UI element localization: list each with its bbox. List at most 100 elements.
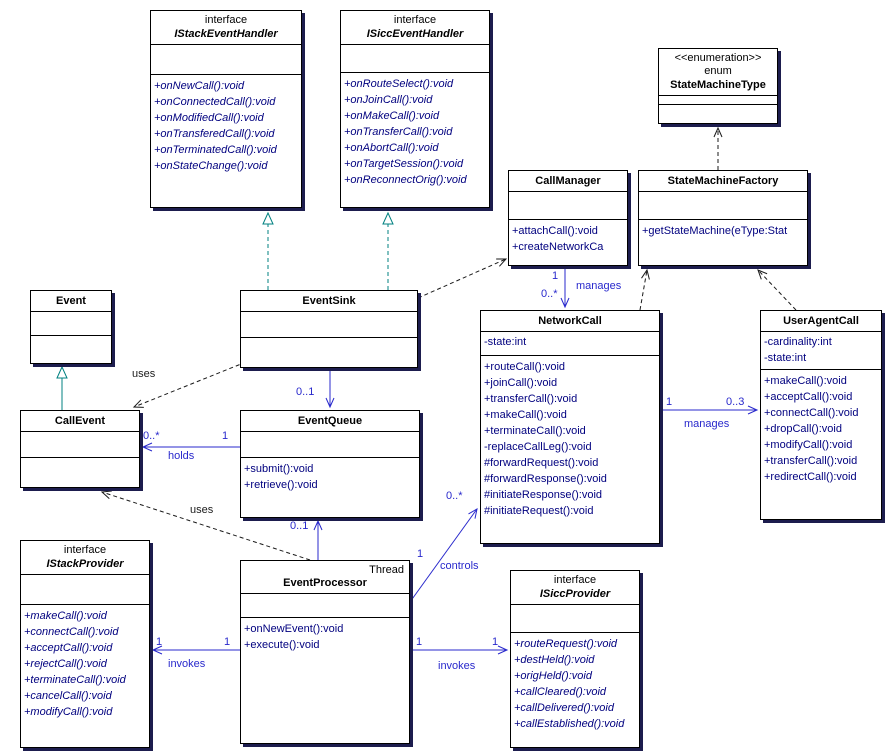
label-holds-eventqueue-mult: 1 bbox=[222, 430, 229, 442]
member: +createNetworkCa bbox=[512, 241, 604, 253]
class-statemachinefactory[interactable]: StateMachineFactory +getStateMachine(eTy… bbox=[638, 170, 808, 266]
methods-compartment: +makeCall():void+connectCall():void+acce… bbox=[21, 604, 149, 747]
class-title: interface ISiccProvider bbox=[511, 571, 639, 604]
member: +rejectCall():void bbox=[24, 658, 107, 670]
attributes-compartment: -state:int bbox=[481, 331, 659, 355]
member: +onMakeCall():void bbox=[344, 110, 440, 122]
member: +transferCall():void bbox=[484, 393, 578, 405]
member: +transferCall():void bbox=[764, 455, 858, 467]
label-invokes-istackprovider: invokes bbox=[168, 658, 206, 670]
class-name: CallManager bbox=[535, 175, 601, 187]
member: +redirectCall():void bbox=[764, 471, 857, 483]
class-title: EventSink bbox=[241, 291, 417, 311]
member: +onJoinCall():void bbox=[344, 94, 433, 106]
member: +connectCall():void bbox=[764, 407, 859, 419]
member: +onReconnectOrig():void bbox=[344, 174, 467, 186]
label-manages-useragentcall-src-mult: 1 bbox=[666, 396, 673, 408]
methods-compartment bbox=[21, 457, 139, 487]
class-callmanager[interactable]: CallManager +attachCall():void +createNet… bbox=[508, 170, 628, 266]
class-name: IStackProvider bbox=[46, 558, 124, 570]
member: +attachCall():void bbox=[512, 225, 598, 237]
member: +onStateChange():void bbox=[154, 160, 268, 172]
attributes-compartment bbox=[241, 311, 417, 337]
stereotype-label: interface bbox=[204, 14, 248, 26]
member: +submit():void bbox=[244, 463, 314, 475]
class-name: ISiccProvider bbox=[539, 588, 611, 600]
class-title: <<enumeration>> enum StateMachineType bbox=[659, 49, 777, 95]
member: +routeCall():void bbox=[484, 361, 566, 373]
stereotype-label: interface bbox=[393, 14, 437, 26]
attributes-compartment bbox=[639, 191, 807, 219]
attributes-compartment bbox=[151, 44, 301, 74]
member: +onTransferedCall():void bbox=[154, 128, 275, 140]
member: +callDelivered():void bbox=[514, 702, 614, 714]
class-istackeventhandler[interactable]: interface IStackEventHandler +onNewCall(… bbox=[150, 10, 302, 208]
class-name: Event bbox=[56, 295, 86, 307]
class-name: EventQueue bbox=[297, 415, 363, 427]
class-eventqueue[interactable]: EventQueue +submit():void+retrieve():voi… bbox=[240, 410, 420, 518]
label-invokes-istackprovider-tgt-mult: 1 bbox=[156, 636, 163, 648]
attributes-compartment bbox=[241, 431, 419, 457]
stereotype-label: interface bbox=[553, 574, 597, 586]
class-event[interactable]: Event bbox=[30, 290, 112, 364]
member: #initiateRequest():void bbox=[484, 505, 594, 517]
class-eventsink[interactable]: EventSink bbox=[240, 290, 418, 368]
attributes-compartment bbox=[511, 604, 639, 632]
label-invokes-isiccprovider-tgt-mult: 1 bbox=[492, 636, 499, 648]
label-invokes-isiccprovider-src-mult: 1 bbox=[416, 636, 423, 648]
class-title: EventQueue bbox=[241, 411, 419, 431]
class-isiccprovider[interactable]: interface ISiccProvider +routeRequest():… bbox=[510, 570, 640, 748]
member: +acceptCall():void bbox=[24, 642, 113, 654]
member: #initiateResponse():void bbox=[484, 489, 603, 501]
member: -cardinality:int bbox=[764, 336, 832, 348]
member: +joinCall():void bbox=[484, 377, 558, 389]
edge-eventsink-depends-callmanager bbox=[417, 258, 508, 299]
attributes-compartment bbox=[241, 593, 409, 617]
class-networkcall[interactable]: NetworkCall -state:int +routeCall():void… bbox=[480, 310, 660, 544]
methods-compartment bbox=[659, 104, 777, 123]
class-title: interface IStackProvider bbox=[21, 541, 149, 574]
class-statemachinetype[interactable]: <<enumeration>> enum StateMachineType bbox=[658, 48, 778, 124]
member: +makeCall():void bbox=[764, 375, 847, 387]
attributes-compartment bbox=[21, 431, 139, 457]
class-name: ISiccEventHandler bbox=[366, 28, 464, 40]
member: +onNewCall():void bbox=[154, 80, 245, 92]
stereotype-label: <<enumeration>> bbox=[674, 52, 762, 64]
member: +onRouteSelect():void bbox=[344, 78, 454, 90]
class-isicceventhandler[interactable]: interface ISiccEventHandler +onRouteSele… bbox=[340, 10, 490, 208]
member: +terminateCall():void bbox=[484, 425, 586, 437]
member: +dropCall():void bbox=[764, 423, 842, 435]
label-eventsink-eventqueue-mult: 0..1 bbox=[296, 386, 315, 398]
class-eventprocessor[interactable]: Thread EventProcessor +onNewEvent():void… bbox=[240, 560, 410, 744]
methods-compartment: +getStateMachine(eType:Stat bbox=[639, 219, 807, 265]
member: +callEstablished():void bbox=[514, 718, 625, 730]
member: +destHeld():void bbox=[514, 654, 595, 666]
class-title: NetworkCall bbox=[481, 311, 659, 331]
member: +routeRequest():void bbox=[514, 638, 618, 650]
class-callevent[interactable]: CallEvent bbox=[20, 410, 140, 488]
methods-compartment: +routeCall():void +joinCall():void +transf… bbox=[481, 355, 659, 543]
methods-compartment bbox=[31, 335, 111, 363]
member: +execute():void bbox=[244, 639, 320, 651]
methods-compartment: +routeRequest():void+destHeld():void+ori… bbox=[511, 632, 639, 747]
label-manages-networkcall-src-mult: 1 bbox=[552, 270, 559, 282]
class-title: interface IStackEventHandler bbox=[151, 11, 301, 44]
member: +getStateMachine(eType:Stat bbox=[642, 225, 788, 237]
member: -state:int bbox=[764, 352, 807, 364]
class-useragentcall[interactable]: UserAgentCall -cardinality:int-state:int… bbox=[760, 310, 882, 520]
class-istackprovider[interactable]: interface IStackProvider +makeCall():voi… bbox=[20, 540, 150, 748]
label-invokes-isiccprovider: invokes bbox=[438, 660, 476, 672]
member: +makeCall():void bbox=[484, 409, 567, 421]
label-uses-eventprocessor-callevent: uses bbox=[190, 504, 214, 516]
member: +terminateCall():void bbox=[24, 674, 126, 686]
member: #forwardRequest():void bbox=[484, 457, 599, 469]
member: +onTerminatedCall():void bbox=[154, 144, 277, 156]
label-manages-networkcall-tgt-mult: 0..* bbox=[541, 288, 558, 300]
class-name: CallEvent bbox=[54, 415, 106, 427]
class-name: IStackEventHandler bbox=[174, 28, 278, 40]
label-manages-networkcall: manages bbox=[576, 280, 622, 292]
member: +onTransferCall():void bbox=[344, 126, 453, 138]
member: -replaceCallLeg():void bbox=[484, 441, 592, 453]
